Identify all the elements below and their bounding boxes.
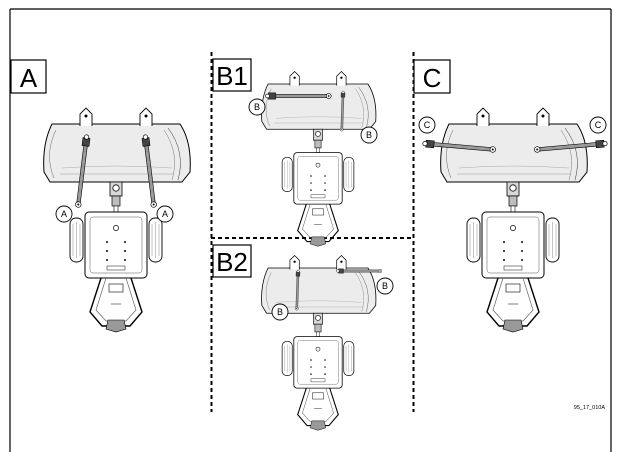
panel-label-b1: B1 bbox=[212, 58, 252, 92]
svg-text:B: B bbox=[366, 130, 372, 140]
svg-text:A: A bbox=[61, 209, 67, 219]
svg-text:B: B bbox=[254, 102, 260, 112]
svg-text:C: C bbox=[424, 120, 431, 130]
panel-a-callout-right: A bbox=[156, 205, 174, 223]
panel-a-callout-left: A bbox=[55, 205, 73, 223]
svg-text:A: A bbox=[20, 63, 38, 93]
panel-c-callout-right: C bbox=[589, 116, 607, 134]
svg-text:B: B bbox=[382, 281, 388, 291]
svg-text:C: C bbox=[423, 63, 442, 93]
svg-text:B2: B2 bbox=[216, 247, 248, 277]
figure-code: 95_17_010A bbox=[574, 405, 606, 411]
panel-label-c: C bbox=[413, 59, 451, 94]
svg-text:B1: B1 bbox=[216, 61, 248, 91]
panel-b2-machine bbox=[261, 254, 377, 431]
panel-b2-callout-left: B bbox=[271, 303, 289, 321]
panel-b1-callout-left: B bbox=[248, 98, 266, 116]
svg-text:B: B bbox=[277, 307, 283, 317]
panel-c-machine bbox=[439, 107, 588, 333]
panel-label-a: A bbox=[10, 59, 47, 94]
panel-c-callout-left: C bbox=[418, 116, 436, 134]
svg-text:C: C bbox=[595, 120, 602, 130]
panel-b2-callout-right: B bbox=[376, 277, 394, 295]
panel-b1-callout-right: B bbox=[360, 126, 378, 144]
svg-text:A: A bbox=[162, 209, 168, 219]
panel-label-b2: B2 bbox=[212, 244, 252, 278]
